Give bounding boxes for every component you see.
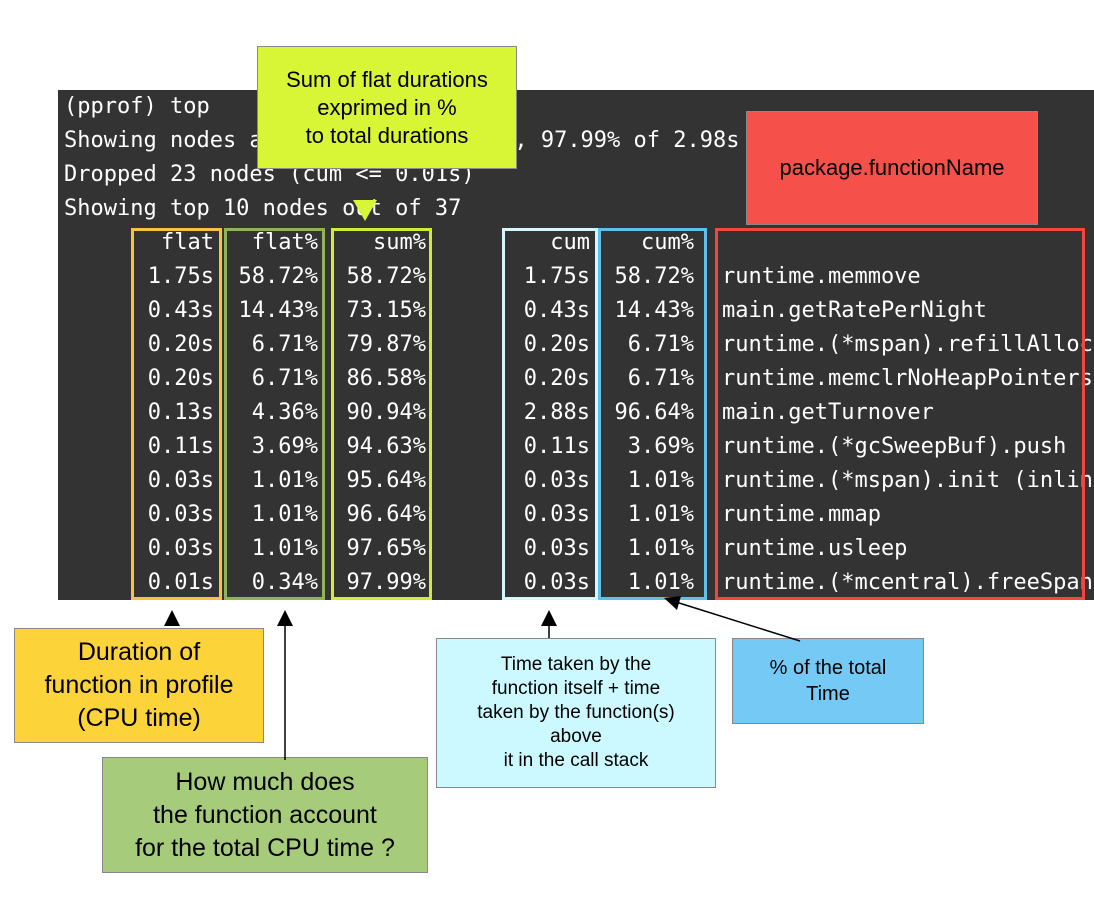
flat-pct-cell: 6.71% bbox=[251, 366, 318, 391]
cum-pct-cell: 96.64% bbox=[614, 400, 694, 425]
cum-pct-cell: 3.69% bbox=[627, 434, 694, 459]
flat-pct-cell: 58.72% bbox=[238, 264, 318, 289]
cum-cell: 0.43s bbox=[523, 298, 590, 323]
terminal-line-command: (pprof) top bbox=[64, 94, 210, 119]
flat-pct-cell: 4.36% bbox=[251, 400, 318, 425]
cum-pct-cell: 6.71% bbox=[627, 332, 694, 357]
sum-pct-cell: 73.15% bbox=[346, 298, 426, 323]
function-name-cell: runtime.usleep bbox=[722, 536, 908, 561]
cum-pct-cell: 1.01% bbox=[627, 536, 694, 561]
function-name-cell: main.getTurnover bbox=[722, 400, 934, 425]
cum-pct-cell: 58.72% bbox=[614, 264, 694, 289]
cum-cell: 2.88s bbox=[523, 400, 590, 425]
cum-cell: 0.03s bbox=[523, 502, 590, 527]
column-header-flat-pct: flat% bbox=[251, 230, 318, 255]
column-header-flat: flat bbox=[161, 230, 214, 255]
cum-cell: 0.20s bbox=[523, 366, 590, 391]
flat-cell: 0.43s bbox=[147, 298, 214, 323]
cum-cell: 0.03s bbox=[523, 570, 590, 595]
function-name-cell: main.getRatePerNight bbox=[722, 298, 987, 323]
function-name-cell: runtime.(*mcentral).freeSpan bbox=[722, 570, 1093, 595]
flat-cell: 0.11s bbox=[147, 434, 214, 459]
function-name-cell: runtime.memclrNoHeapPointers bbox=[722, 366, 1093, 391]
function-name-column-frame bbox=[715, 228, 1085, 600]
column-header-sum-pct: sum% bbox=[373, 230, 426, 255]
flat-pct-cell: 0.34% bbox=[251, 570, 318, 595]
sum-pct-column-frame bbox=[331, 228, 432, 600]
flat-column-frame bbox=[131, 228, 222, 600]
cum-cell: 0.11s bbox=[523, 434, 590, 459]
sum-pct-cell: 90.94% bbox=[346, 400, 426, 425]
sum-pct-cell: 96.64% bbox=[346, 502, 426, 527]
flat-cell: 1.75s bbox=[147, 264, 214, 289]
cum-pct-cell: 1.01% bbox=[627, 570, 694, 595]
sum-pct-cell: 95.64% bbox=[346, 468, 426, 493]
cum-pct-arrowhead bbox=[664, 596, 681, 610]
cum-cell: 0.20s bbox=[523, 332, 590, 357]
cum-column-frame bbox=[502, 228, 598, 600]
flat-cell: 0.03s bbox=[147, 468, 214, 493]
flat-pct-column-frame bbox=[224, 228, 325, 600]
cum-pct-cell: 14.43% bbox=[614, 298, 694, 323]
cum-cell: 0.03s bbox=[523, 536, 590, 561]
callout-sum-pct: Sum of flat durations exprimed in % to t… bbox=[257, 46, 517, 169]
callout-function-name: package.functionName bbox=[746, 111, 1038, 225]
flat-cell: 0.13s bbox=[147, 400, 214, 425]
sum-pct-cell: 97.99% bbox=[346, 570, 426, 595]
cum-pct-cell: 1.01% bbox=[627, 502, 694, 527]
flat-pct-cell: 14.43% bbox=[238, 298, 318, 323]
flat-pct-cell: 3.69% bbox=[251, 434, 318, 459]
callout-flat-pct: How much does the function account for t… bbox=[102, 757, 428, 873]
function-name-cell: runtime.(*mspan).init (inline) bbox=[722, 468, 1094, 493]
function-name-cell: runtime.mmap bbox=[722, 502, 881, 527]
sum-pct-cell: 79.87% bbox=[346, 332, 426, 357]
callout-cum-pct: % of the total Time bbox=[732, 638, 924, 724]
cum-pct-column-frame bbox=[598, 228, 707, 600]
flat-pct-cell: 1.01% bbox=[251, 468, 318, 493]
column-header-cum: cum bbox=[550, 230, 590, 255]
cum-pct-arrow-line bbox=[675, 601, 801, 642]
cum-cell: 0.03s bbox=[523, 468, 590, 493]
cum-arrowhead bbox=[541, 610, 557, 626]
flat-cell: 0.20s bbox=[147, 366, 214, 391]
flat-cell: 0.20s bbox=[147, 332, 214, 357]
function-name-cell: runtime.(*mspan).refillAllocCache bbox=[722, 332, 1094, 357]
function-name-cell: runtime.memmove bbox=[722, 264, 921, 289]
callout-flat: Duration of function in profile (CPU tim… bbox=[14, 628, 264, 743]
flat-arrowhead bbox=[164, 610, 180, 626]
sum-pct-cell: 97.65% bbox=[346, 536, 426, 561]
sum-pct-cell: 94.63% bbox=[346, 434, 426, 459]
flat-pct-cell: 6.71% bbox=[251, 332, 318, 357]
flat-cell: 0.01s bbox=[147, 570, 214, 595]
flat-pct-cell: 1.01% bbox=[251, 536, 318, 561]
column-header-cum-pct: cum% bbox=[641, 230, 694, 255]
flat-cell: 0.03s bbox=[147, 536, 214, 561]
flat-cell: 0.03s bbox=[147, 502, 214, 527]
flat-pct-arrowhead bbox=[277, 610, 293, 626]
cum-pct-cell: 6.71% bbox=[627, 366, 694, 391]
cum-cell: 1.75s bbox=[523, 264, 590, 289]
sum-pct-cell: 58.72% bbox=[346, 264, 426, 289]
function-name-cell: runtime.(*gcSweepBuf).push bbox=[722, 434, 1067, 459]
cum-pct-cell: 1.01% bbox=[627, 468, 694, 493]
callout-cum: Time taken by the function itself + time… bbox=[436, 638, 716, 788]
sum-pct-cell: 86.58% bbox=[346, 366, 426, 391]
flat-pct-cell: 1.01% bbox=[251, 502, 318, 527]
sum-pointer-triangle bbox=[353, 200, 377, 221]
